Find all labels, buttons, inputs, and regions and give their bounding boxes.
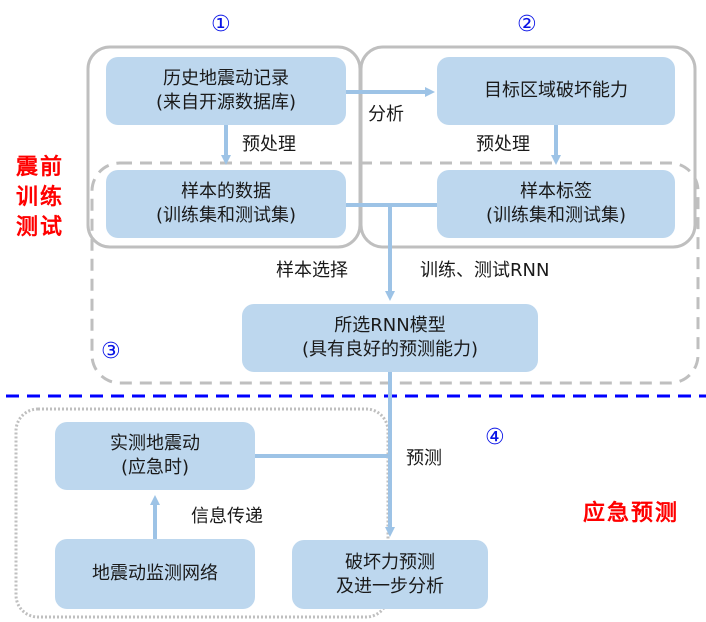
node-measured-motion-line-1: 实测地震动 <box>110 433 200 454</box>
group-2-border <box>359 45 697 249</box>
node-historical-records[interactable]: 历史地震动记录 (来自开源数据库) <box>106 57 346 125</box>
step-number-2: ② <box>517 12 537 37</box>
node-sample-labels-line-1: 样本标签 <box>520 181 592 202</box>
node-target-damage-line-1: 目标区域破坏能力 <box>484 80 628 101</box>
node-monitoring-network-line-1: 地震动监测网络 <box>92 563 218 584</box>
node-sample-labels[interactable]: 样本标签 (训练集和测试集) <box>437 170 675 238</box>
edge-label-sample-selection: 样本选择 <box>276 260 348 281</box>
node-damage-prediction[interactable]: 破坏力预测 及进一步分析 <box>292 540 488 609</box>
phase-label-pre-event-line-1: 震前 <box>16 154 65 180</box>
edge-label-analysis: 分析 <box>368 104 404 125</box>
node-target-damage[interactable]: 目标区域破坏能力 <box>437 57 675 125</box>
edge-label-preprocess-2: 预处理 <box>476 134 530 155</box>
node-historical-records-line-1: 历史地震动记录 <box>163 68 289 89</box>
step-number-4: ④ <box>485 425 505 450</box>
node-damage-prediction-line-2: 及进一步分析 <box>336 575 444 597</box>
phase-label-emergency: 应急预测 <box>583 500 680 526</box>
phase-label-pre-event-line-3: 测试 <box>16 214 65 240</box>
edge-label-predict: 预测 <box>406 448 442 469</box>
node-rnn-model-line-1: 所选RNN模型 <box>334 315 446 336</box>
node-monitoring-network[interactable]: 地震动监测网络 <box>55 539 255 609</box>
node-sample-data-line-2: (训练集和测试集) <box>155 205 297 226</box>
node-sample-data[interactable]: 样本的数据 (训练集和测试集) <box>106 170 346 238</box>
node-rnn-model-line-2: (具有良好的预测能力) <box>301 339 479 360</box>
edge-label-info-transfer: 信息传递 <box>191 506 263 527</box>
node-sample-data-line-1: 样本的数据 <box>181 181 271 202</box>
edge-label-train-test-rnn: 训练、测试RNN <box>420 260 550 281</box>
node-damage-prediction-line-1: 破坏力预测 <box>345 551 435 573</box>
node-historical-records-line-2: (来自开源数据库) <box>155 92 297 113</box>
node-measured-motion[interactable]: 实测地震动 (应急时) <box>55 422 255 490</box>
step-number-1: ① <box>211 12 231 37</box>
phase-label-pre-event: 震前 训练 测试 <box>16 152 72 242</box>
phase-label-pre-event-line-2: 训练 <box>16 184 65 210</box>
node-sample-labels-line-2: (训练集和测试集) <box>485 205 627 226</box>
node-measured-motion-line-2: (应急时) <box>120 457 190 478</box>
edge-label-preprocess-1: 预处理 <box>242 134 296 155</box>
step-number-3: ③ <box>101 339 121 364</box>
node-rnn-model[interactable]: 所选RNN模型 (具有良好的预测能力) <box>242 304 538 372</box>
